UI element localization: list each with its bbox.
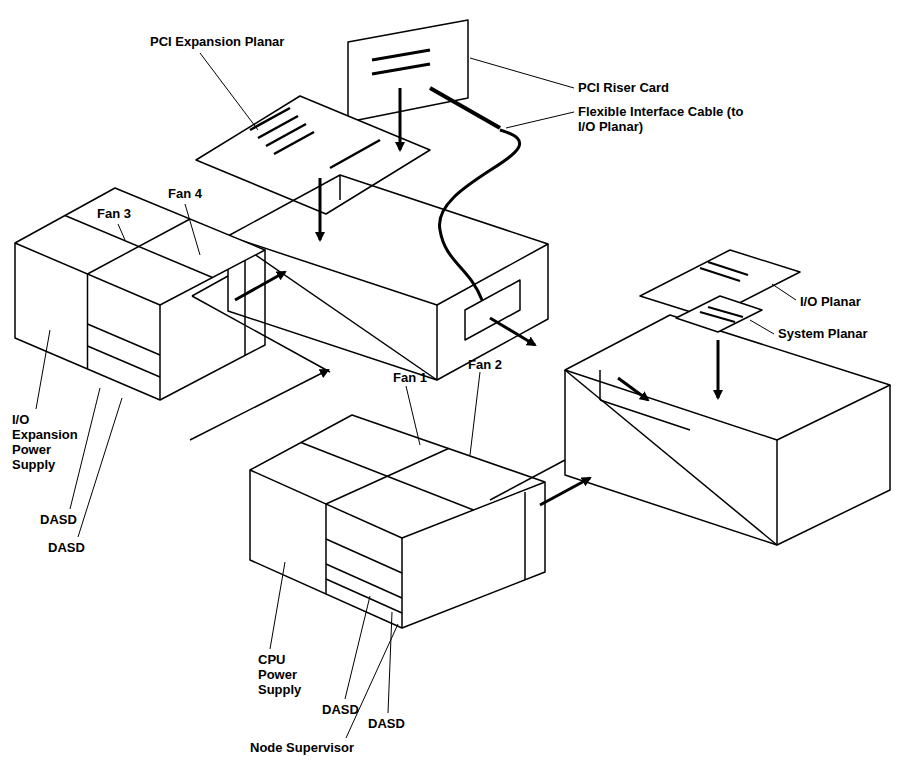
riser-card xyxy=(348,20,500,128)
cpu-unit xyxy=(250,415,545,628)
leader-lines xyxy=(36,53,796,738)
part-label: Fan 2 xyxy=(468,357,502,372)
system-chassis xyxy=(490,315,890,545)
part-label: PCI Expansion Planar xyxy=(150,34,284,49)
part-label: I/O Planar xyxy=(800,294,861,309)
part-label: I/O Expansion Power Supply xyxy=(12,412,86,472)
io-expansion-unit xyxy=(15,188,265,400)
part-label: CPU Power Supply xyxy=(258,652,314,697)
expansion-planar xyxy=(196,96,430,214)
expansion-chassis xyxy=(192,175,548,380)
part-label: System Planar xyxy=(778,326,868,341)
part-label: Fan 1 xyxy=(393,370,427,385)
part-label: DASD xyxy=(48,540,85,555)
part-label: DASD xyxy=(322,702,359,717)
part-label: Flexible Interface Cable (to I/O Planar) xyxy=(578,104,750,134)
part-label: PCI Riser Card xyxy=(578,80,669,95)
part-label: Node Supervisor xyxy=(250,740,354,755)
part-label: DASD xyxy=(40,512,77,527)
part-label: Fan 3 xyxy=(97,206,131,221)
part-label: DASD xyxy=(368,716,405,731)
part-label: Fan 4 xyxy=(168,186,202,201)
system-planar xyxy=(676,296,762,332)
